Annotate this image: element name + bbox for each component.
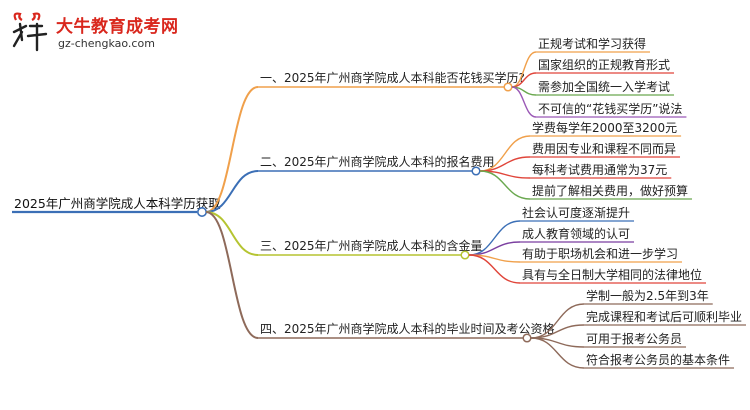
leaf-connector: [479, 170, 531, 200]
leaf-label: 社会认可度逐渐提升: [522, 205, 630, 220]
branch-label-2: 二、2025年广州商学院成人本科的报名费用: [260, 154, 495, 169]
branch-label-4: 四、2025年广州商学院成人本科的毕业时间及考公资格: [260, 321, 555, 336]
site-url: gz-chengkao.com: [58, 37, 155, 50]
branch-node-dot: [503, 82, 513, 92]
branch-node-dot: [471, 166, 481, 176]
leaf-label: 需参加全国统一入学考试: [538, 79, 670, 94]
bull-logo-icon: [12, 12, 48, 52]
leaf-label: 正规考试和学习获得: [538, 36, 646, 51]
site-logo[interactable]: 大牛教育成考网 gz-chengkao.com: [8, 10, 198, 58]
leaf-label: 不可信的“花钱买学历”说法: [538, 101, 682, 116]
leaf-connector: [511, 51, 537, 88]
branch-label-1: 一、2025年广州商学院成人本科能否花钱买学历?: [260, 70, 525, 85]
branch-connector: [205, 170, 259, 213]
leaf-label: 完成课程和考试后可顺利毕业: [586, 309, 742, 324]
branch-connector: [205, 211, 259, 256]
leaf-label: 提前了解相关费用，做好预算: [532, 183, 688, 198]
leaf-label: 可用于报考公务员: [586, 331, 682, 346]
branch-node-dot: [460, 250, 470, 260]
branch-connector: [205, 86, 259, 213]
leaf-label: 有助于职场机会和进一步学习: [522, 246, 678, 261]
leaf-connector: [511, 86, 537, 118]
leaf-label: 成人教育领域的认可: [522, 226, 630, 241]
leaf-label: 符合报考公务员的基本条件: [586, 352, 730, 367]
leaf-label: 具有与全日制大学相同的法律地位: [522, 267, 702, 282]
root-topic-label: 2025年广州商学院成人本科学历获取: [14, 196, 221, 211]
leaf-label: 学费每学年2000至3200元: [532, 120, 677, 135]
leaf-label: 国家组织的正规教育形式: [538, 57, 670, 72]
branch-label-3: 三、2025年广州商学院成人本科的含金量: [260, 238, 483, 253]
branch-connector: [205, 211, 259, 339]
root-node-dot: [197, 207, 208, 218]
leaf-label: 学制一般为2.5年到3年: [586, 288, 709, 303]
leaf-connector: [530, 337, 585, 369]
leaf-label: 每科考试费用通常为37元: [532, 162, 667, 177]
leaf-connector: [468, 254, 521, 284]
branch-node-dot: [522, 333, 532, 343]
site-title: 大牛教育成考网: [56, 17, 179, 37]
leaf-label: 费用因专业和课程不同而异: [532, 141, 676, 156]
